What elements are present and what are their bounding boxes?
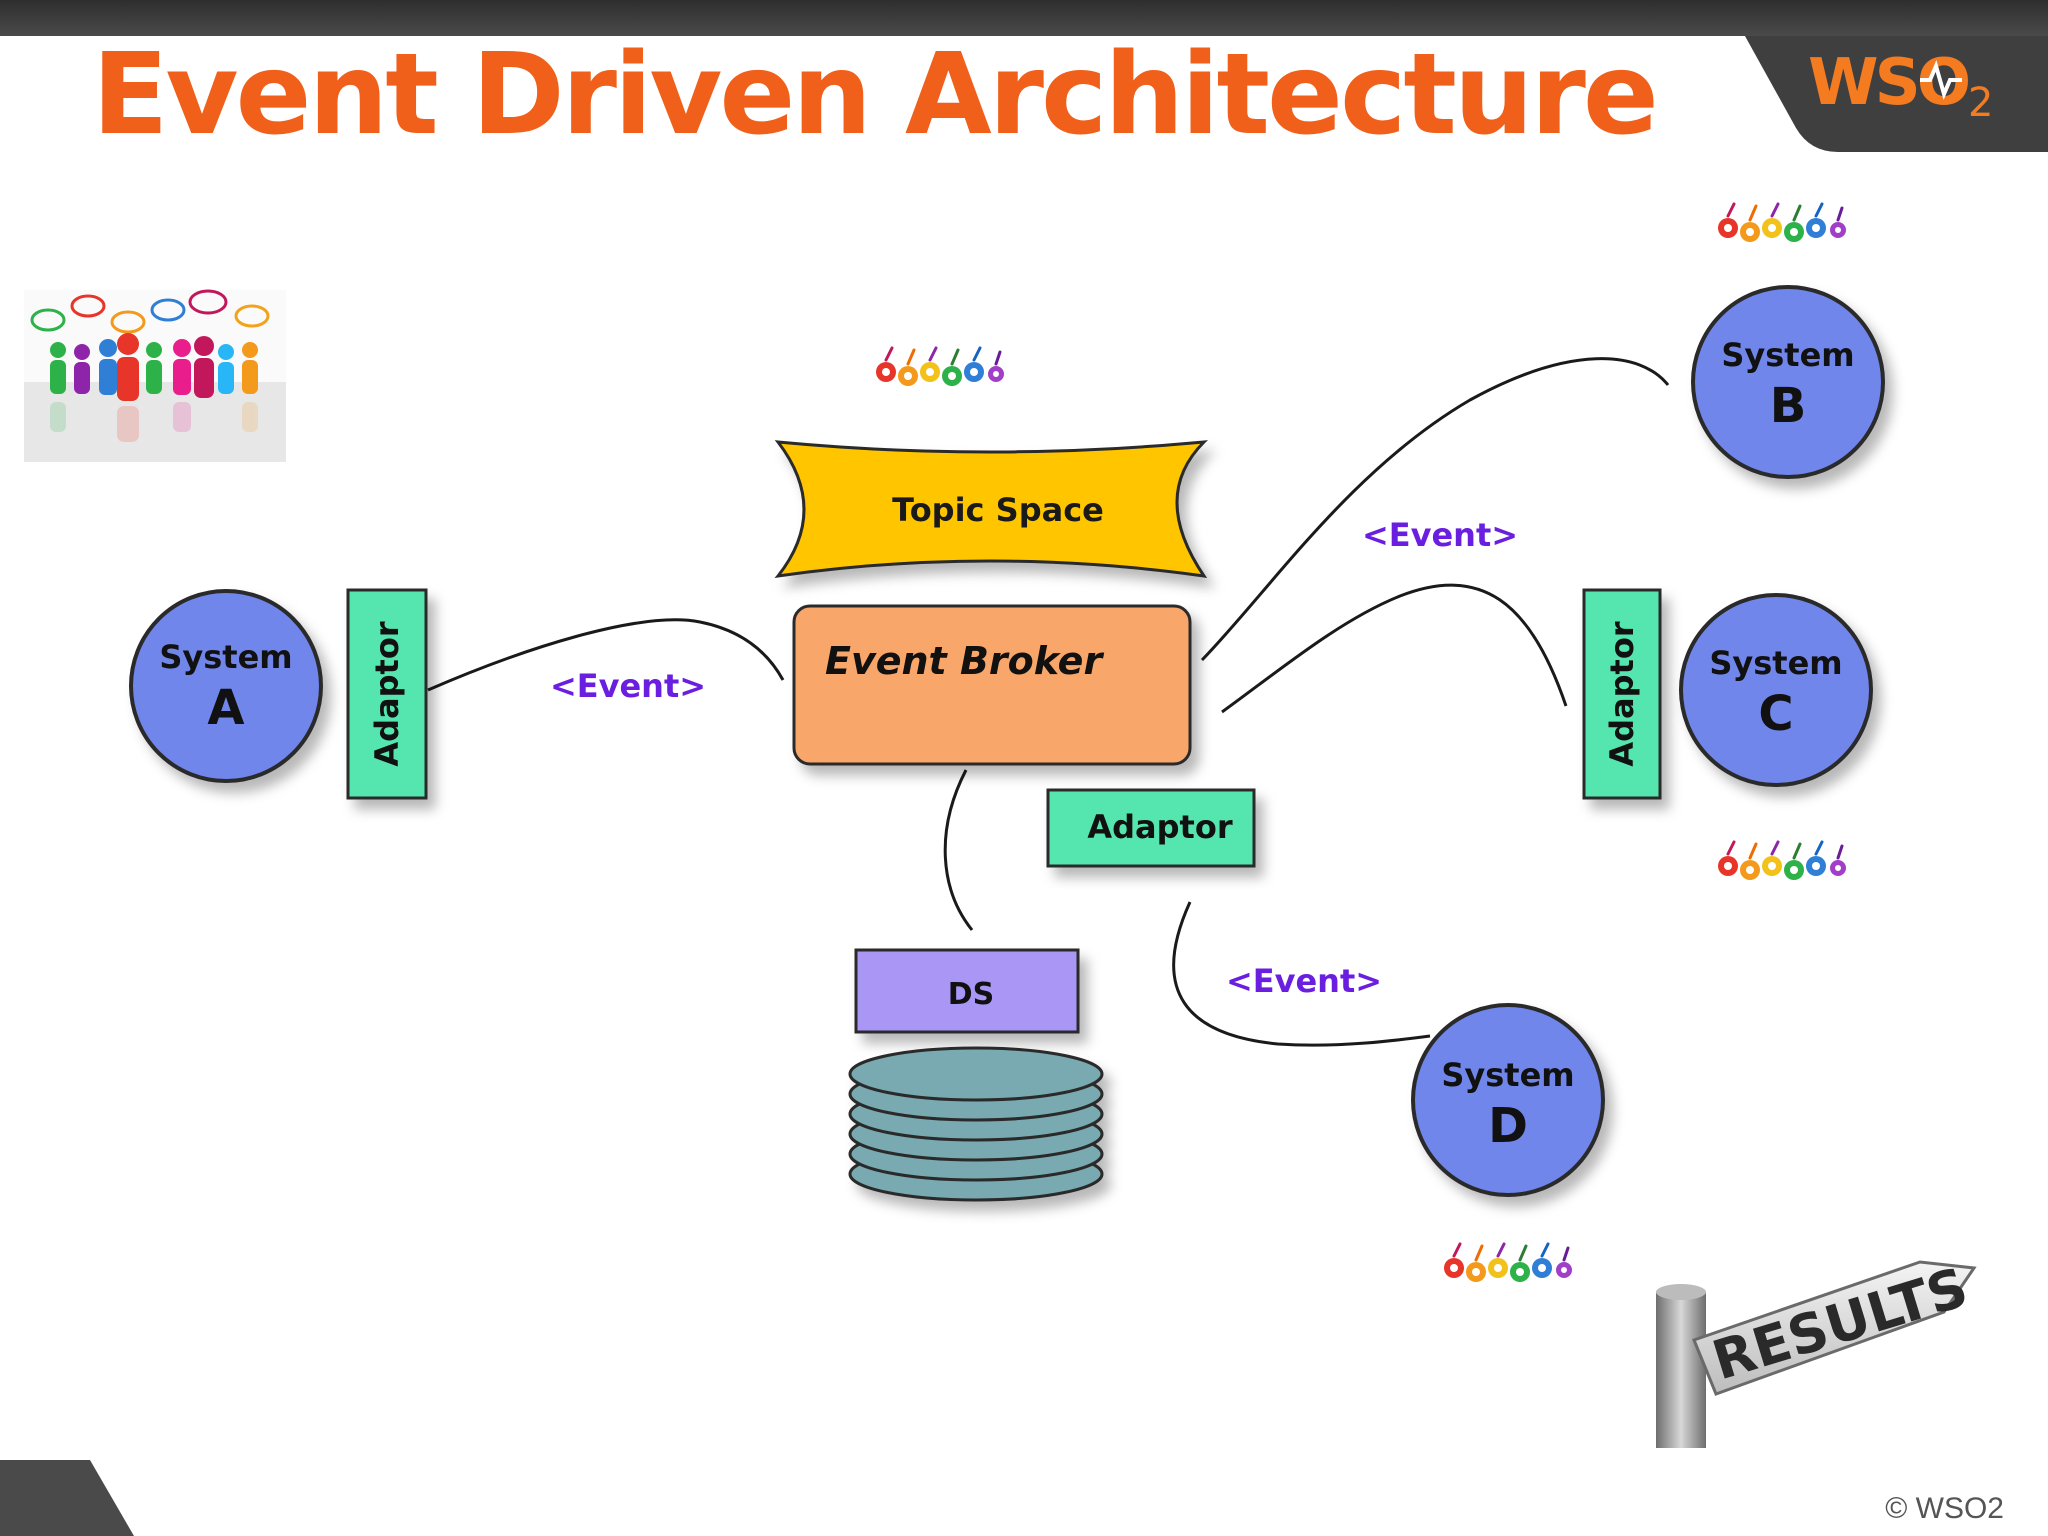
system-b-letter: B xyxy=(1770,378,1807,434)
event-label-b: <Event> xyxy=(1362,516,1518,554)
copyright-footer: © WSO2 xyxy=(1885,1492,2004,1525)
event-broker-label: Event Broker xyxy=(825,639,1104,683)
adaptor-left-box xyxy=(346,588,428,800)
system-d-circle xyxy=(1411,1003,1605,1197)
gears-icon xyxy=(1716,840,1848,882)
gears-icon xyxy=(874,346,1006,388)
ds-label: DS xyxy=(948,977,995,1012)
adaptor-left-label: Adaptor xyxy=(368,621,406,766)
connector-adaptor-d xyxy=(1172,901,1431,1047)
adaptor-bottom-box xyxy=(1046,788,1256,868)
wso2-logo: WSO 2 xyxy=(1745,36,2048,152)
system-c-word: System xyxy=(1709,644,1842,682)
connector-a-broker xyxy=(427,618,785,692)
gears-icon xyxy=(1442,1242,1574,1284)
gears-icon xyxy=(1716,202,1848,244)
results-signpost-icon: RESULTS xyxy=(1656,1255,1977,1448)
system-a-circle xyxy=(129,589,323,783)
connector-broker-ds xyxy=(943,769,974,931)
event-label-d: <Event> xyxy=(1226,962,1382,1000)
adaptor-right-label: Adaptor xyxy=(1603,621,1641,766)
svg-text:2: 2 xyxy=(1968,80,1993,126)
system-a-word: System xyxy=(159,638,292,676)
event-broker-box xyxy=(792,604,1192,766)
system-a-letter: A xyxy=(207,680,244,736)
ds-box xyxy=(854,948,1080,1034)
disk-stack-icon xyxy=(848,1046,1104,1202)
system-c-circle xyxy=(1679,593,1873,787)
svg-text:WSO: WSO xyxy=(1808,46,1969,120)
system-b-word: System xyxy=(1721,336,1854,374)
event-label-a: <Event> xyxy=(550,667,706,705)
corner-tab xyxy=(0,1460,134,1536)
system-c-letter: C xyxy=(1758,686,1793,742)
svg-text:RESULTS: RESULTS xyxy=(1705,1255,1974,1392)
topic-space xyxy=(774,440,1208,579)
system-b-circle xyxy=(1691,285,1885,479)
system-d-letter: D xyxy=(1488,1098,1528,1154)
top-bar xyxy=(0,0,2048,36)
connector-broker-b xyxy=(1200,357,1670,662)
connector-broker-c xyxy=(1221,583,1568,714)
people-talking-icon xyxy=(24,289,286,462)
slide-title: Event Driven Architecture xyxy=(92,30,1659,160)
adaptor-right-box xyxy=(1582,588,1662,800)
adaptor-bottom-label: Adaptor xyxy=(1087,808,1232,846)
topic-space-label: Topic Space xyxy=(892,491,1104,529)
system-d-word: System xyxy=(1441,1056,1574,1094)
